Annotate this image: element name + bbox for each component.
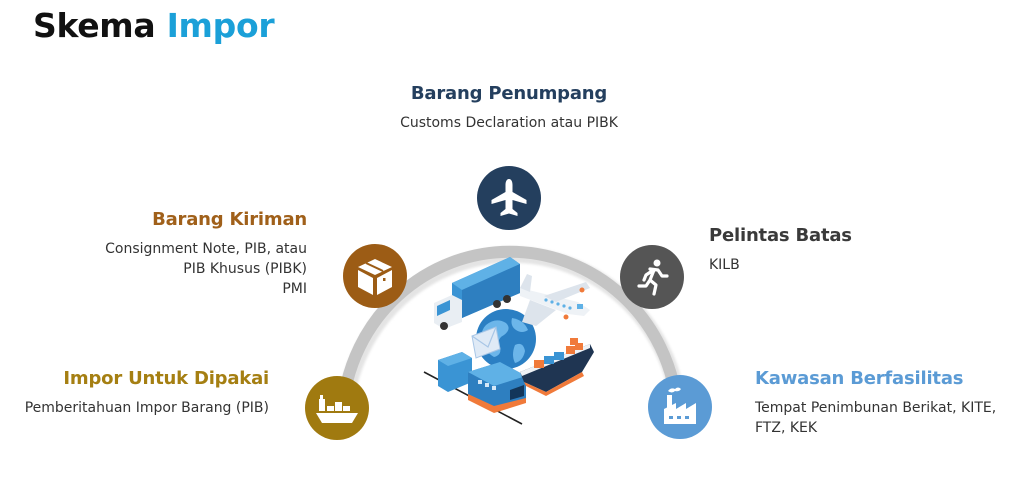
label-pelintas-batas: Pelintas Batas KILB: [709, 225, 969, 275]
label-barang-kiriman: Barang Kiriman Consignment Note, PIB, at…: [60, 209, 307, 299]
heading-impor-untuk-dipakai: Impor Untuk Dipakai: [63, 368, 269, 389]
description-line: Tempat Penimbunan Berikat, KITE,: [755, 400, 997, 416]
heading-kawasan-berfasilitas: Kawasan Berfasilitas: [755, 368, 964, 389]
description-line: PMI: [282, 281, 307, 297]
description-barang-penumpang: Customs Declaration atau PIBK: [369, 113, 649, 133]
description-barang-kiriman: Consignment Note, PIB, atau PIB Khusus (…: [60, 239, 307, 299]
node-pelintas-batas: [620, 245, 684, 309]
description-line: Consignment Note, PIB, atau: [105, 241, 307, 257]
airplane-icon: [520, 274, 590, 326]
node-impor-untuk-dipakai: [305, 376, 369, 440]
description-line: FTZ, KEK: [755, 420, 818, 436]
page-title: Skema Impor: [33, 6, 275, 45]
label-kawasan-berfasilitas: Kawasan Berfasilitas Tempat Penimbunan B…: [755, 368, 1017, 438]
heading-barang-penumpang: Barang Penumpang: [410, 83, 608, 104]
train-icon: [423, 352, 526, 425]
cargo-ship-icon: [316, 395, 358, 423]
node-kawasan-berfasilitas: [648, 375, 712, 439]
truck-icon: [434, 257, 520, 330]
description-line: Customs Declaration atau PIBK: [400, 115, 618, 131]
factory-icon: [664, 387, 696, 424]
heading-pelintas-batas: Pelintas Batas: [709, 225, 852, 246]
heading-barang-kiriman: Barang Kiriman: [152, 209, 307, 230]
description-line: PIB Khusus (PIBK): [183, 261, 307, 277]
node-barang-penumpang: [477, 166, 541, 230]
label-impor-untuk-dipakai: Impor Untuk Dipakai Pemberitahuan Impor …: [0, 368, 270, 418]
description-kawasan-berfasilitas: Tempat Penimbunan Berikat, KITE, FTZ, KE…: [755, 398, 1017, 438]
description-pelintas-batas: KILB: [709, 255, 969, 275]
title-part-2: Impor: [166, 6, 275, 45]
label-barang-penumpang: Barang Penumpang Customs Declaration ata…: [369, 83, 649, 133]
package-box-icon: [358, 259, 392, 295]
title-part-1: Skema: [33, 6, 156, 45]
airplane-icon: [491, 179, 527, 216]
description-impor-untuk-dipakai: Pemberitahuan Impor Barang (PIB): [0, 398, 269, 418]
envelope-icon: [471, 326, 501, 359]
description-line: KILB: [709, 257, 740, 273]
global-logistics-illustration: [423, 257, 594, 425]
container-ship-icon: [520, 338, 594, 396]
node-barang-kiriman: [343, 244, 407, 308]
description-line: Pemberitahuan Impor Barang (PIB): [24, 400, 269, 416]
running-person-icon: [637, 259, 669, 296]
arc-connector: [337, 245, 683, 406]
